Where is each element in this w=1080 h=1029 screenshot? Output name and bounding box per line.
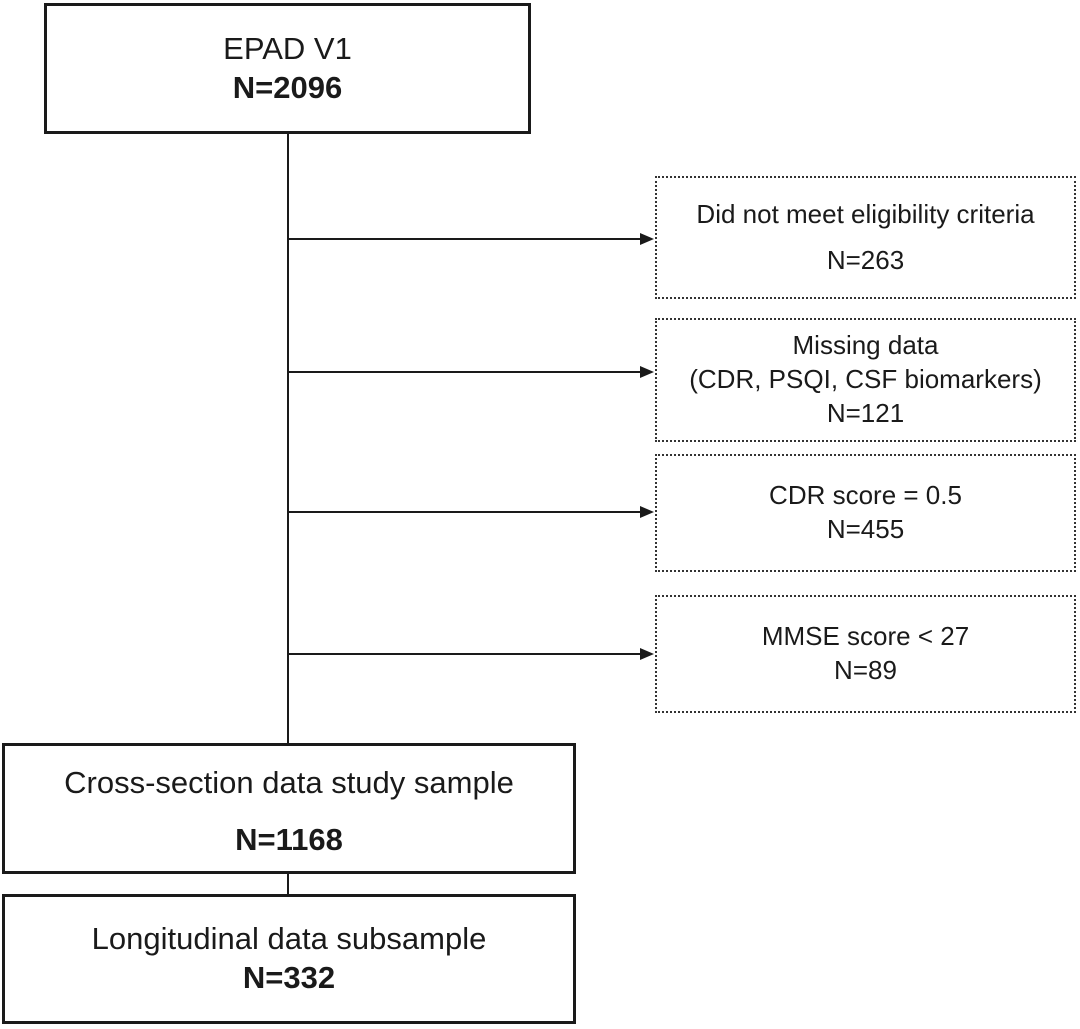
exclusion-arrow-2 bbox=[288, 371, 642, 373]
exclusion-label: Missing data bbox=[792, 330, 939, 361]
exclusion-count: N=455 bbox=[826, 514, 905, 544]
longitudinal-subsample-box: Longitudinal data subsample N=332 bbox=[2, 894, 576, 1024]
exclusion-box-missing-data: Missing data (CDR, PSQI, CSF biomarkers)… bbox=[655, 318, 1076, 442]
epad-v1-box: EPAD V1 N=2096 bbox=[44, 3, 531, 134]
cross-section-count: N=1168 bbox=[235, 821, 343, 857]
exclusion-arrow-3 bbox=[288, 511, 642, 513]
exclusion-box-mmse: MMSE score < 27 N=89 bbox=[655, 595, 1076, 713]
exclusion-arrow-4 bbox=[288, 653, 642, 655]
epad-v1-title: EPAD V1 bbox=[223, 30, 352, 66]
sample-connector-line bbox=[287, 873, 289, 895]
exclusion-box-cdr: CDR score = 0.5 N=455 bbox=[655, 454, 1076, 572]
epad-v1-count: N=2096 bbox=[232, 69, 343, 105]
exclusion-arrow-1 bbox=[288, 238, 642, 240]
arrowhead-4 bbox=[640, 648, 654, 660]
exclusion-count: N=121 bbox=[826, 397, 905, 428]
exclusion-box-eligibility: Did not meet eligibility criteria N=263 bbox=[655, 176, 1076, 299]
exclusion-sublabel: (CDR, PSQI, CSF biomarkers) bbox=[689, 364, 1042, 395]
arrowhead-2 bbox=[640, 366, 654, 378]
exclusion-label: CDR score = 0.5 bbox=[769, 480, 962, 511]
cross-section-sample-box: Cross-section data study sample N=1168 bbox=[2, 743, 576, 874]
arrowhead-3 bbox=[640, 506, 654, 518]
arrowhead-1 bbox=[640, 233, 654, 245]
exclusion-count: N=263 bbox=[826, 244, 905, 275]
exclusion-label: MMSE score < 27 bbox=[761, 621, 970, 652]
cross-section-title: Cross-section data study sample bbox=[64, 765, 514, 800]
main-flow-line bbox=[287, 134, 289, 745]
exclusion-label: Did not meet eligibility criteria bbox=[696, 199, 1035, 229]
exclusion-count: N=89 bbox=[834, 655, 897, 685]
longitudinal-title: Longitudinal data subsample bbox=[91, 921, 487, 957]
longitudinal-count: N=332 bbox=[242, 960, 336, 995]
